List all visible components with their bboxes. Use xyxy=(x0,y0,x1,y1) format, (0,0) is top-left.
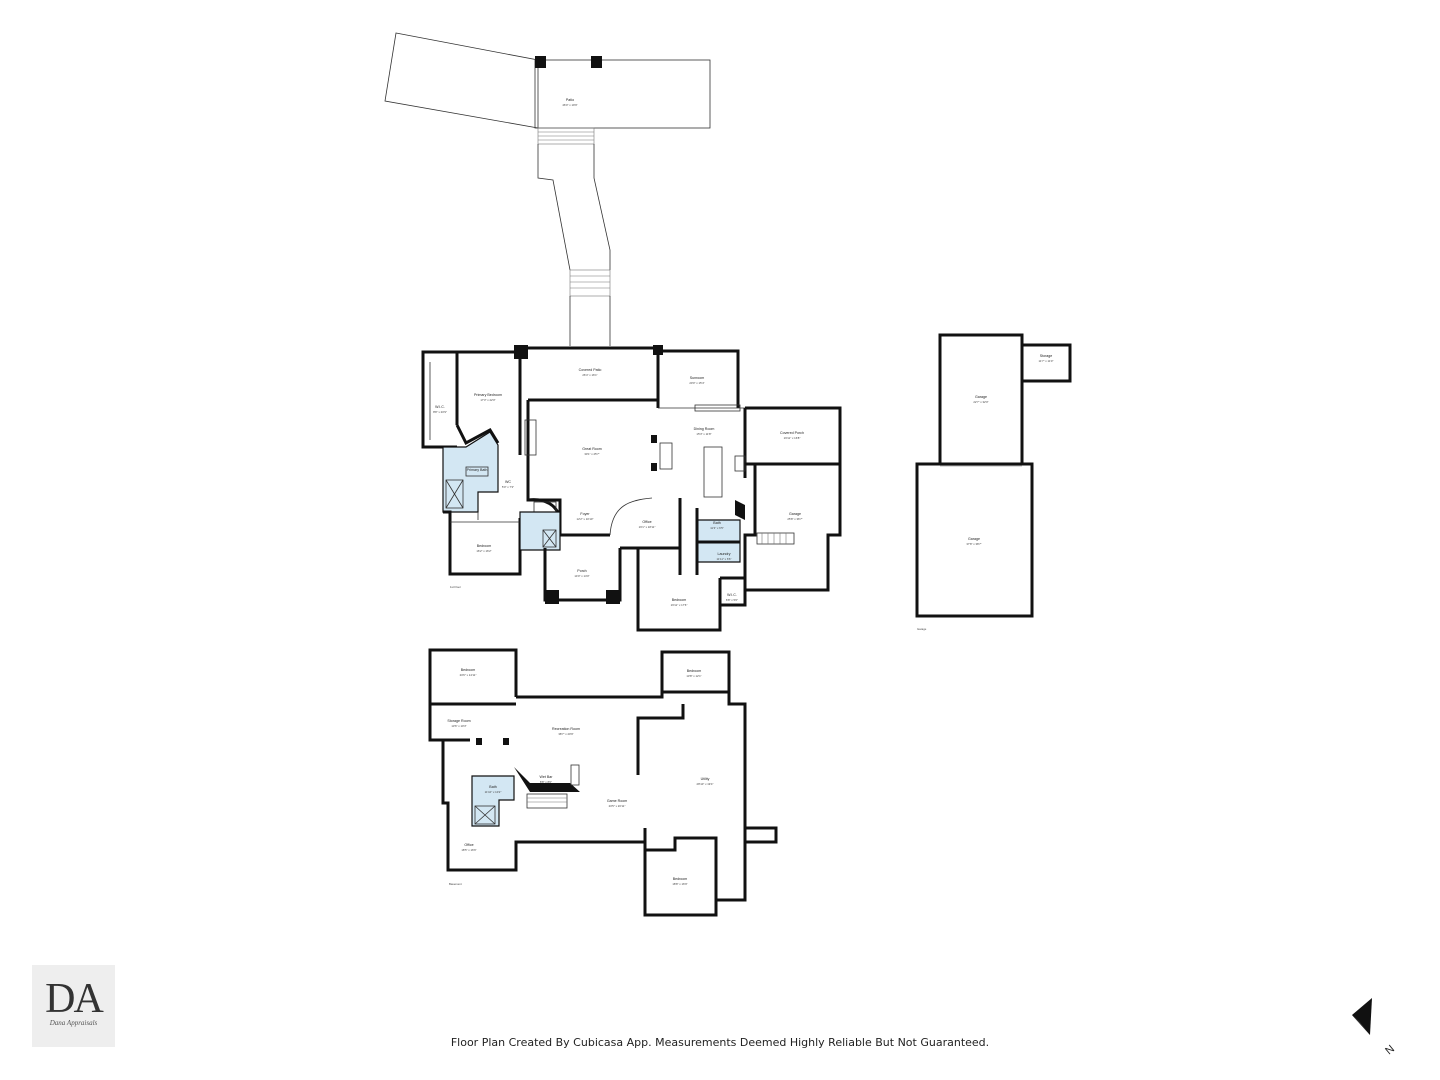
room-label: Laundry xyxy=(718,552,731,556)
room-dimensions: 18'5" x 16'6" xyxy=(461,848,476,852)
room-dimensions: 8'8" x 8'0" xyxy=(540,780,552,784)
room-dimensions: 16'1" x 18'11" xyxy=(639,525,656,529)
patio-deck xyxy=(384,32,711,346)
room-label: Foyer xyxy=(580,512,590,516)
room-dimensions: 14'0" x 14'0" xyxy=(574,574,589,578)
room-label: Bath xyxy=(713,521,720,525)
room-dimensions: 20'5" x 20'11" xyxy=(609,804,626,808)
room-label: Covered Patio xyxy=(579,368,602,372)
room-label: Utility xyxy=(701,777,710,781)
room-dimensions: 16'11" x 17'6" xyxy=(671,603,688,607)
room-dimensions: 22'7" x 32'0" xyxy=(973,400,988,404)
room-dimensions: 11'10" x 10'2" xyxy=(485,790,502,794)
room-dimensions: 5'0" x 7'3" xyxy=(502,485,514,489)
room-label: Office xyxy=(464,843,473,847)
floor-label: Basement xyxy=(449,882,462,886)
room-label: Wet Bar xyxy=(540,775,554,779)
room-dimensions: 12'2" x 10'10" xyxy=(577,517,594,521)
room-label: Garage xyxy=(789,512,801,516)
room-dimensions: 6'8" x 5'0" xyxy=(726,598,738,602)
first-floor-plan xyxy=(421,345,842,632)
room-dimensions: 37'8" x 38'7" xyxy=(966,542,981,546)
logo-monogram: DA xyxy=(45,976,104,1022)
north-label: N xyxy=(1383,1043,1397,1057)
room-label: Game Room xyxy=(607,799,627,803)
company-logo: DA Dana Appraisals xyxy=(32,965,115,1047)
footer-disclaimer: Floor Plan Created By Cubicasa App. Meas… xyxy=(450,1036,990,1049)
basement-plan xyxy=(428,648,778,917)
room-dimensions: 11'11" x 6'6" xyxy=(717,557,732,561)
room-dimensions: 25'8" x 36'7" xyxy=(787,517,802,521)
room-dimensions: 11'3" x 6'5" xyxy=(710,526,724,530)
north-arrow-icon: N xyxy=(1352,998,1397,1057)
room-label: Bedroom xyxy=(672,598,687,602)
room-label: Primary Bedroom xyxy=(474,393,502,397)
room-label: Storage xyxy=(1040,354,1053,358)
room-label: Bedroom xyxy=(477,544,492,548)
floor-label: Garage xyxy=(917,627,927,631)
room-dimensions: 11'7" x 11'0" xyxy=(1039,359,1054,363)
logo-signature: Dana Appraisals xyxy=(49,1019,98,1027)
room-dimensions: 20'6" x 14'11" xyxy=(460,673,477,677)
room-label: Covered Porch xyxy=(780,431,804,435)
room-label: Bedroom xyxy=(687,669,702,673)
room-dimensions: 8'8" x 20'9" xyxy=(433,410,447,414)
room-dimensions: 46'0" x 19'9" xyxy=(562,103,577,107)
room-label: Sunroom xyxy=(690,376,705,380)
room-label: W.I.C. xyxy=(435,405,445,409)
room-dimensions: 28'10" x 19'4" xyxy=(697,782,714,786)
room-dimensions: 30'1" x 25'7" xyxy=(584,452,599,456)
room-dimensions: 18'8" x 16'9" xyxy=(672,882,687,886)
room-dimensions: 15'3" x 11'8" xyxy=(696,432,711,436)
room-label: W.I.C. xyxy=(727,593,737,597)
detached-garage-plan xyxy=(915,333,1072,618)
room-label: Bath xyxy=(489,785,496,789)
room-label: WC xyxy=(505,480,511,484)
floor-label: 1st Floor xyxy=(450,585,461,589)
room-dimensions: 16'11" x 16'8" xyxy=(784,436,801,440)
room-dimensions: 17'3" x 22'0" xyxy=(480,398,495,402)
room-dimensions: 26'4" x 16'1" xyxy=(582,373,597,377)
room-dimensions: 38'7" x 20'9" xyxy=(558,732,573,736)
room-label: Storage Room xyxy=(447,719,470,723)
room-label: Office xyxy=(642,520,651,524)
room-label: Porch xyxy=(577,569,586,573)
room-dimensions: 16'2" x 16'2" xyxy=(476,549,491,553)
room-dimensions: 13'6" x 10'3" xyxy=(451,724,466,728)
room-dimensions: 20'0" x 15'4" xyxy=(689,381,704,385)
room-label: Garage xyxy=(975,395,987,399)
room-label: Dining Room xyxy=(694,427,715,431)
room-label: Patio xyxy=(566,98,574,102)
room-label: Recreation Room xyxy=(552,727,580,731)
room-label: Garage xyxy=(968,537,980,541)
room-label: Great Room xyxy=(582,447,602,451)
room-label: Primary Bath xyxy=(467,468,488,472)
room-dimensions: 13'8" x 12'1" xyxy=(686,674,701,678)
room-label: Bedroom xyxy=(461,668,476,672)
room-label: Bedroom xyxy=(673,877,688,881)
